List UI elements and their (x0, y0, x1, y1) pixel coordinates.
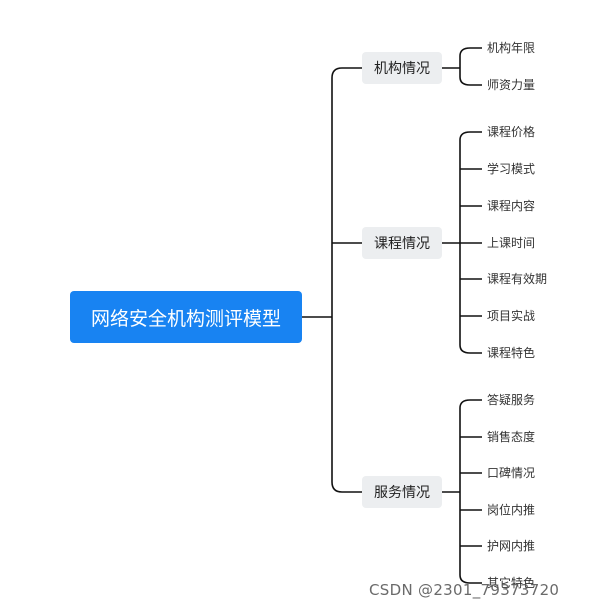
branch-label: 服务情况 (374, 485, 430, 501)
branch-label: 课程情况 (374, 236, 430, 252)
leaf-node[interactable]: 项目实战 (487, 309, 536, 323)
leaf-node[interactable]: 答疑服务 (487, 393, 536, 407)
leaf-node[interactable]: 机构年限 (487, 41, 536, 55)
leaf-node[interactable]: 课程内容 (487, 199, 536, 213)
branch-node-course[interactable]: 课程情况 (362, 227, 442, 259)
branch-node-service[interactable]: 服务情况 (362, 476, 442, 508)
leaf-node[interactable]: 其它特色 (487, 576, 536, 590)
branch-label: 机构情况 (374, 61, 430, 77)
leaf-node[interactable]: 护网内推 (487, 539, 536, 553)
leaf-node[interactable]: 课程价格 (487, 125, 536, 139)
root-node[interactable]: 网络安全机构测评模型 (70, 291, 302, 343)
leaf-node[interactable]: 课程特色 (487, 346, 536, 360)
root-label: 网络安全机构测评模型 (90, 307, 281, 330)
leaf-node[interactable]: 上课时间 (487, 236, 536, 250)
branch-node-institution[interactable]: 机构情况 (362, 52, 442, 84)
watermark-text: CSDN @2301_79373720 (369, 581, 560, 599)
leaf-node[interactable]: 岗位内推 (487, 503, 536, 517)
leaf-node[interactable]: 学习模式 (487, 162, 536, 176)
leaf-node[interactable]: 口碑情况 (487, 466, 536, 480)
leaf-node[interactable]: 课程有效期 (487, 272, 548, 286)
trunk-line (331, 67, 343, 493)
leaf-node[interactable]: 师资力量 (487, 78, 536, 92)
leaf-node[interactable]: 销售态度 (487, 430, 536, 444)
